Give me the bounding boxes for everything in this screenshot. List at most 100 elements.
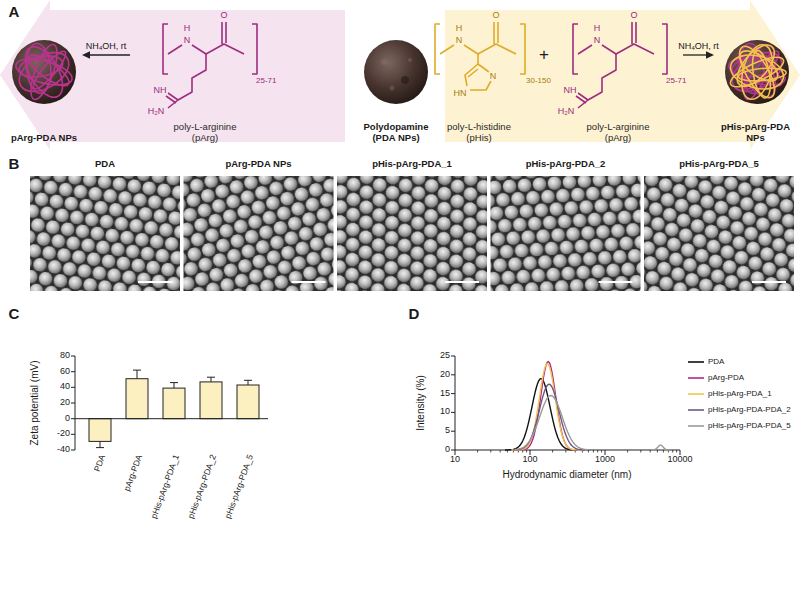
sem-image [0,49,800,417]
sem-image [537,61,800,406]
text-label: B [9,156,20,173]
text-label: 0 [445,445,450,455]
sem-image [599,281,633,283]
node-box: PDA [30,158,180,291]
line-chart [451,356,680,455]
phis-parg-pda-particle [713,28,800,117]
node-text: pArg-PDA NPs [225,159,291,170]
line-chart [512,362,584,450]
text-label: D [409,306,420,323]
sem-image [537,61,800,406]
text-label: 100 [522,455,537,465]
text-label: 40 [60,382,70,392]
text-label: 60 [60,367,70,377]
bar-chart [163,388,185,419]
text-label: HN [453,89,468,98]
arrow-line [88,54,130,55]
bar-chart [237,385,259,419]
node-text: pHis-pArg-PDA_1 [372,159,452,170]
reaction-arrow [82,51,130,59]
reaction-condition: NH₄OH, rt [676,41,722,51]
parg-structure [166,54,206,108]
phis-parg-pda-particle [713,28,800,117]
node-box: Polydopamine (PDA NPs) [352,20,440,144]
text-label: H₂N [147,107,166,116]
text-label: C [9,306,20,323]
node-box: pHis-pArg-PDA_5 [644,158,794,291]
parg-structure [576,54,616,108]
legend-line-sample [688,425,704,427]
line-chart [515,396,670,451]
line-chart [511,364,583,451]
text-label: pArg-PDA [123,453,145,492]
legend-line-sample [688,393,704,395]
bar-chart [89,379,259,442]
node-box: pHis-pArg-PDA_2 [491,158,641,291]
line-chart [505,362,670,450]
parg-pda-particle [12,40,76,104]
node-text: pArg-PDA NPs [11,133,77,144]
bar-chart [200,382,222,419]
node-text: poly-L-arginine (pArg) [165,122,245,144]
text-label: H [183,24,192,33]
legend-line-sample [688,362,704,426]
arrow-head [706,51,714,59]
text-label: 80 [60,351,70,361]
text-label: 20 [60,398,70,408]
node-box: pHis-pArg-PDA_1 [337,158,487,291]
arrow-line [683,54,708,55]
text-label: N [489,72,498,81]
text-label: 0 [65,414,70,424]
line-chart [513,384,585,450]
text-label: 10 [440,407,450,417]
text-label: N [593,36,602,45]
text-label: O [629,11,638,20]
text-label: H₂N [557,107,576,116]
node-text: Polydopamine (PDA NPs) [356,122,436,144]
text-label: 25-71 [256,77,276,86]
legend-text: pHis-pArg-PDA_1 [708,390,772,399]
legend-text: pHis-pArg-PDA-PDA_2 [708,406,791,415]
text-label: 10 [450,455,460,465]
text-label: H [593,24,602,33]
pda-particle [364,40,428,104]
legend-line-sample [688,377,704,379]
node-box: poly-L-histidine (pHis) [425,10,533,144]
text-label: 5 [445,426,450,436]
legend-line-sample [688,409,704,411]
sem-image [138,281,172,283]
legend-text: PDA [708,358,724,367]
node-box: pHis-pArg-PDA NPs [714,20,797,144]
bar-chart [71,356,268,450]
parg-pda-particle [12,40,76,104]
parg-structure [168,22,244,54]
text-label: O [219,11,228,20]
text-label: -20 [57,429,70,439]
text-label: 15 [440,389,450,399]
text-label: N [183,36,192,45]
text-label: NH [153,86,168,95]
node-text: poly-L-arginine (pArg) [578,122,658,144]
text-label: PDA [93,453,108,473]
parg-pda-particle [13,41,76,103]
text-label: pHis-pArg-PDA_5 [224,453,256,520]
parg-structure [578,22,654,54]
pda-particle [408,58,412,62]
reaction-arrow [683,51,714,59]
text-label: pHis-pArg-PDA_2 [187,453,219,520]
pda-particle [381,59,387,65]
text-label: N [455,36,464,45]
parg-structure [573,22,667,108]
text-label: 20 [440,370,450,380]
bar-chart [126,379,148,419]
phis-structure [440,22,516,54]
sem-image [445,281,479,283]
text-label: 30-150 [526,77,551,86]
phis-structure [435,22,525,90]
node-box: poly-L-arginine (pArg) [553,10,683,144]
pda-particle [390,86,395,91]
text-label: NH [563,86,578,95]
